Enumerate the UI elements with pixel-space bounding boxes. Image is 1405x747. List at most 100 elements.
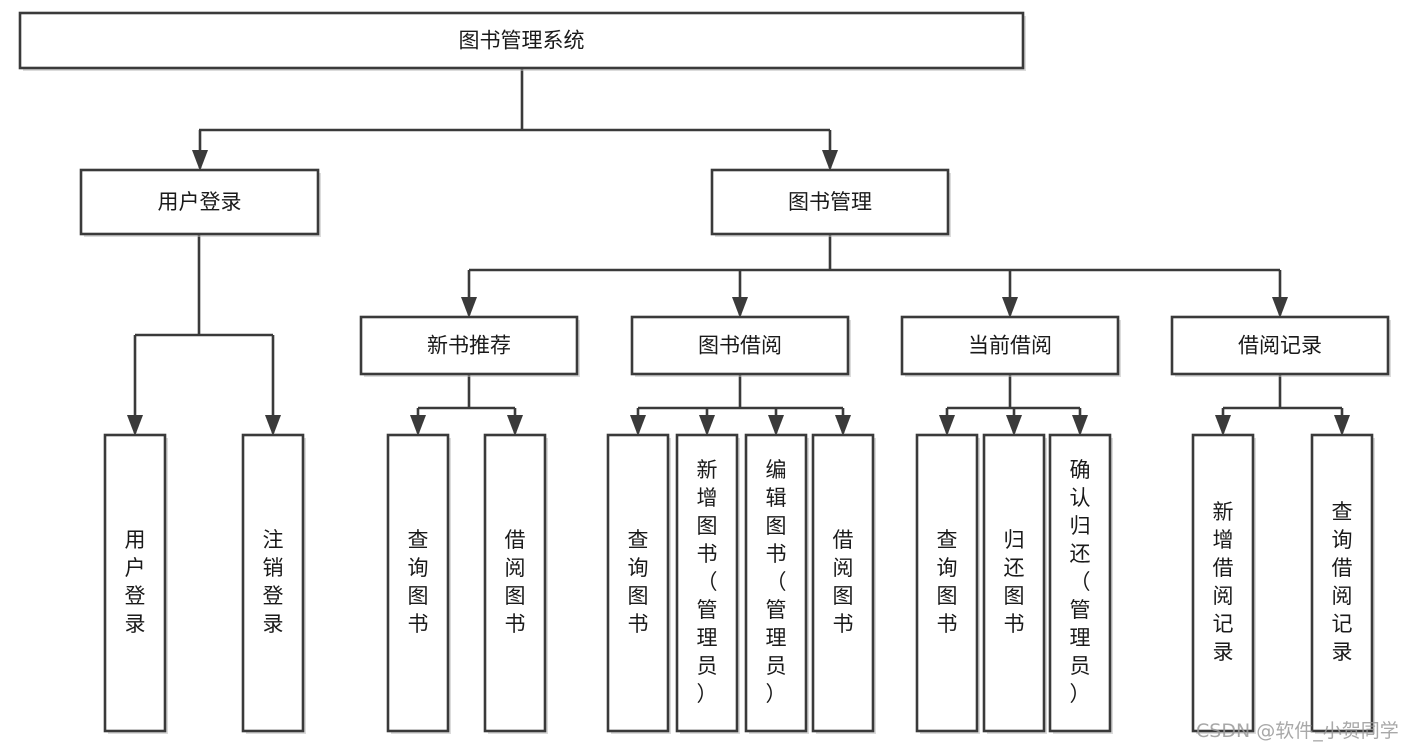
node-box[interactable]	[241, 433, 305, 733]
node-leaf-borrow-book-1[interactable]: 借阅图书	[483, 433, 548, 734]
edge-book-manage-to-book-borrow	[732, 270, 748, 318]
node-leaf-borrow-book-2[interactable]: 借阅图书	[811, 433, 876, 734]
edge-book-borrow-to-leaf-query-book-2	[630, 408, 646, 436]
csdn-watermark: CSDN @软件_小贺同学	[1196, 720, 1399, 742]
node-current-borrow[interactable]: 当前借阅	[900, 315, 1121, 377]
arrow-head-icon	[1072, 415, 1088, 436]
arrow-head-icon	[265, 415, 281, 436]
node-label: 当前借阅	[968, 334, 1052, 358]
nodes-layer: 图书管理系统用户登录图书管理新书推荐图书借阅当前借阅借阅记录用户登录注销登录查询…	[18, 11, 1391, 734]
node-new-book-rec[interactable]: 新书推荐	[359, 315, 580, 377]
node-leaf-query-book-2[interactable]: 查询图书	[606, 433, 671, 734]
edge-new-book-rec-to-leaf-borrow-book-1	[507, 408, 523, 436]
node-label: 查询图书	[628, 528, 649, 636]
node-box[interactable]	[744, 433, 808, 733]
node-book-manage[interactable]: 图书管理	[710, 168, 951, 237]
node-borrow-record[interactable]: 借阅记录	[1170, 315, 1391, 377]
node-box[interactable]	[79, 168, 320, 236]
connector-bus-user-login	[135, 234, 273, 337]
node-label: 借阅图书	[833, 528, 854, 636]
node-box[interactable]	[900, 315, 1120, 376]
node-leaf-edit-book[interactable]: 编辑图书（管理员）	[744, 433, 809, 734]
arrow-head-icon	[1006, 415, 1022, 436]
node-label: 用户登录	[158, 190, 242, 214]
connector-bus-book-borrow	[638, 374, 843, 410]
node-user-login[interactable]: 用户登录	[79, 168, 321, 237]
node-box[interactable]	[675, 433, 739, 733]
node-leaf-return-book[interactable]: 归还图书	[982, 433, 1047, 734]
edge-book-manage-to-current-borrow	[1002, 270, 1018, 318]
edge-book-manage-to-new-book-rec	[461, 270, 477, 318]
connector-bus-root	[199, 68, 830, 132]
node-label: 查询借阅记录	[1332, 500, 1353, 664]
edges-layer	[127, 68, 1350, 436]
edge-book-borrow-to-leaf-add-book	[699, 408, 715, 436]
node-book-borrow[interactable]: 图书借阅	[630, 315, 851, 377]
edge-root-to-user-login	[192, 130, 208, 171]
arrow-head-icon	[939, 415, 955, 436]
edge-user-login-to-leaf-user-logout	[265, 335, 281, 436]
node-label: 借阅记录	[1238, 334, 1322, 358]
node-label: 新增借阅记录	[1213, 500, 1234, 664]
node-leaf-user-login[interactable]: 用户登录	[103, 433, 168, 734]
node-label: 图书管理	[788, 190, 872, 214]
node-box[interactable]	[1191, 433, 1255, 733]
node-box[interactable]	[359, 315, 579, 376]
node-leaf-query-record[interactable]: 查询借阅记录	[1310, 433, 1375, 734]
edge-borrow-record-to-leaf-query-record	[1334, 408, 1350, 436]
node-box[interactable]	[606, 433, 670, 733]
node-label: 图书管理系统	[459, 29, 585, 53]
node-box[interactable]	[1048, 433, 1112, 733]
node-label: 注销登录	[263, 528, 284, 636]
node-leaf-query-book-1[interactable]: 查询图书	[386, 433, 451, 734]
arrow-head-icon	[822, 150, 838, 171]
node-box[interactable]	[1310, 433, 1374, 733]
node-box[interactable]	[811, 433, 875, 733]
node-root[interactable]: 图书管理系统	[18, 11, 1026, 71]
arrow-head-icon	[1334, 415, 1350, 436]
node-leaf-confirm-return[interactable]: 确认归还（管理员）	[1048, 433, 1113, 734]
arrow-head-icon	[768, 415, 784, 436]
node-box[interactable]	[18, 11, 1025, 70]
arrow-head-icon	[410, 415, 426, 436]
node-label: 借阅图书	[505, 528, 526, 636]
node-box[interactable]	[982, 433, 1046, 733]
connector-bus-borrow-record	[1223, 374, 1342, 410]
edge-user-login-to-leaf-user-login	[127, 335, 143, 436]
edge-root-to-book-manage	[822, 130, 838, 171]
node-label: 用户登录	[125, 528, 146, 636]
node-box[interactable]	[386, 433, 450, 733]
node-box[interactable]	[630, 315, 850, 376]
node-leaf-user-logout[interactable]: 注销登录	[241, 433, 306, 734]
node-label: 图书借阅	[698, 334, 782, 358]
edge-new-book-rec-to-leaf-query-book-1	[410, 408, 426, 436]
node-box[interactable]	[483, 433, 547, 733]
edge-borrow-record-to-leaf-add-record	[1215, 408, 1231, 436]
node-leaf-add-record[interactable]: 新增借阅记录	[1191, 433, 1256, 734]
arrow-head-icon	[461, 297, 477, 318]
node-label: 归还图书	[1004, 528, 1025, 636]
node-leaf-query-book-3[interactable]: 查询图书	[915, 433, 980, 734]
node-box[interactable]	[710, 168, 950, 236]
arrow-head-icon	[507, 415, 523, 436]
arrow-head-icon	[732, 297, 748, 318]
connector-bus-new-book-rec	[418, 374, 515, 410]
arrow-head-icon	[192, 150, 208, 171]
arrow-head-icon	[1215, 415, 1231, 436]
connector-bus-book-manage	[469, 234, 1280, 272]
node-leaf-add-book[interactable]: 新增图书（管理员）	[675, 433, 740, 734]
node-label: 查询图书	[937, 528, 958, 636]
arrow-head-icon	[127, 415, 143, 436]
node-box[interactable]	[103, 433, 167, 733]
edge-book-borrow-to-leaf-borrow-book-2	[835, 408, 851, 436]
edge-current-borrow-to-leaf-query-book-3	[939, 408, 955, 436]
node-label: 确认归还（管理员）	[1070, 458, 1091, 706]
connector-bus-current-borrow	[947, 374, 1080, 410]
edge-current-borrow-to-leaf-return-book	[1006, 408, 1022, 436]
node-box[interactable]	[915, 433, 979, 733]
node-box[interactable]	[1170, 315, 1390, 376]
node-label: 新增图书（管理员）	[697, 458, 718, 706]
node-label: 编辑图书（管理员）	[766, 458, 787, 706]
